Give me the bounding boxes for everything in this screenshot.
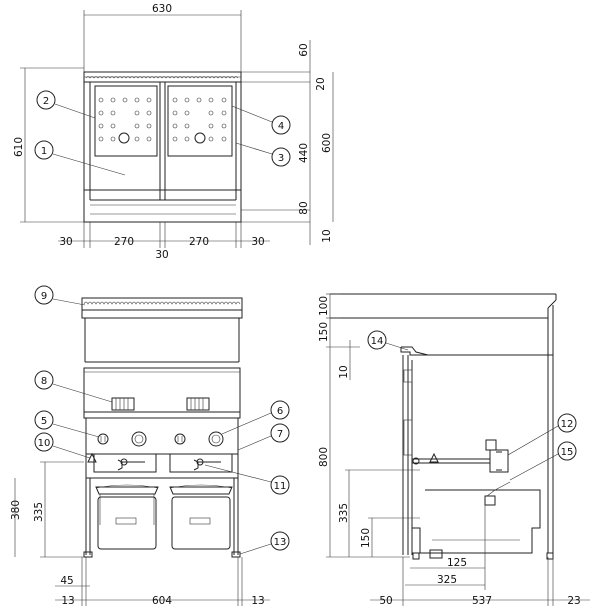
top-view-basket-left [94,85,158,157]
side-view-dimensions: 100 150 10 800 335 150 125 325 50 537 23 [318,293,590,607]
dim-top-width: 630 [152,3,172,15]
dim-tank-600: 600 [321,133,333,153]
top-view [83,71,310,223]
dim-bottom-10: 10 [321,229,333,242]
callout-8 [34,370,54,390]
dim-side-100: 100 [318,296,330,316]
dim-side-150-bottom: 150 [360,528,372,548]
dim-side-50: 50 [379,595,392,607]
front-view-lid [83,367,241,413]
dim-overall-height: 610 [13,137,25,157]
front-view-handle-right [186,397,210,411]
gas-knob-left [131,431,147,447]
callout-11 [270,475,290,495]
svg-text:7: 7 [277,429,283,440]
callout-9 [34,285,54,305]
dim-front-604: 604 [152,595,172,607]
callout-3 [271,147,291,167]
svg-text:11: 11 [274,481,287,492]
front-view-control-panel [85,417,239,455]
svg-text:4: 4 [278,121,284,132]
front-view [81,297,243,558]
callout-7 [270,423,290,443]
dim-bottom-80: 80 [298,201,310,214]
svg-text:5: 5 [41,416,47,427]
top-view-basket-right [167,85,233,157]
side-view-gas-pipe [412,439,509,473]
svg-text:3: 3 [278,153,284,164]
side-view-callouts: 14 12 15 [367,330,577,481]
svg-text:1: 1 [41,146,47,157]
dim-side-left-30: 30 [59,236,72,248]
callout-1 [34,140,54,160]
dim-basket-270-a: 270 [114,236,134,248]
pilot-button-right [174,433,186,445]
dim-top-20: 20 [315,77,327,90]
callout-15 [557,441,577,461]
dim-front-45: 45 [60,575,73,587]
dim-center-30: 30 [155,249,168,261]
callout-6 [270,400,290,420]
callout-5 [34,410,54,430]
front-view-controls [97,431,224,447]
dim-front-335: 335 [33,502,45,522]
dim-front-13-left: 13 [61,595,74,607]
dim-basket-270-b: 270 [189,236,209,248]
front-view-callouts: 9 8 5 10 6 7 11 13 [34,285,290,555]
dim-top-60: 60 [298,43,310,56]
dim-side-10: 10 [338,365,350,378]
svg-text:2: 2 [43,96,49,107]
dim-front-13-right: 13 [251,595,264,607]
top-view-burner-holes-left [98,97,152,144]
svg-text:12: 12 [561,419,574,430]
dim-side-125: 125 [447,557,467,569]
top-view-ridges [85,76,239,79]
dim-side-right-30: 30 [251,236,264,248]
svg-text:8: 8 [41,376,47,387]
front-view-handle-left [111,397,135,411]
top-view-dimensions: 630 610 60 20 600 440 80 10 30 270 270 3… [13,3,334,261]
svg-text:9: 9 [41,291,47,302]
dim-side-325: 325 [437,574,457,586]
dim-side-800: 800 [318,447,330,467]
callout-14 [367,330,387,350]
front-view-back-rail [81,297,243,311]
svg-text:15: 15 [561,447,574,458]
dim-side-23: 23 [567,595,580,607]
front-view-oil-pan-right [171,496,231,550]
front-view-oil-pans [95,484,233,550]
callout-13 [270,531,290,551]
dim-side-150-top: 150 [318,322,330,342]
callout-10 [34,432,54,452]
callout-12 [557,413,577,433]
side-view [330,293,557,560]
svg-text:6: 6 [277,406,283,417]
pilot-button-left [97,433,109,445]
callout-2 [36,90,56,110]
side-view-gas-valve [489,449,509,473]
dim-basket-440: 440 [298,143,310,163]
front-view-oil-pan-left [97,496,157,550]
svg-text:10: 10 [38,438,51,449]
top-view-burner-holes-right [172,97,227,144]
front-view-basket-handles [111,397,210,411]
dim-side-335: 335 [338,503,350,523]
dim-front-380: 380 [10,500,22,520]
dim-side-537: 537 [472,595,492,607]
side-view-oil-pan [412,489,541,554]
top-view-callouts: 2 1 4 3 [34,90,291,176]
callout-4 [271,115,291,135]
gas-knob-right [208,431,224,447]
front-view-dimensions: 380 335 45 13 604 13 [10,461,270,607]
svg-text:13: 13 [274,537,287,548]
svg-text:14: 14 [371,336,384,347]
